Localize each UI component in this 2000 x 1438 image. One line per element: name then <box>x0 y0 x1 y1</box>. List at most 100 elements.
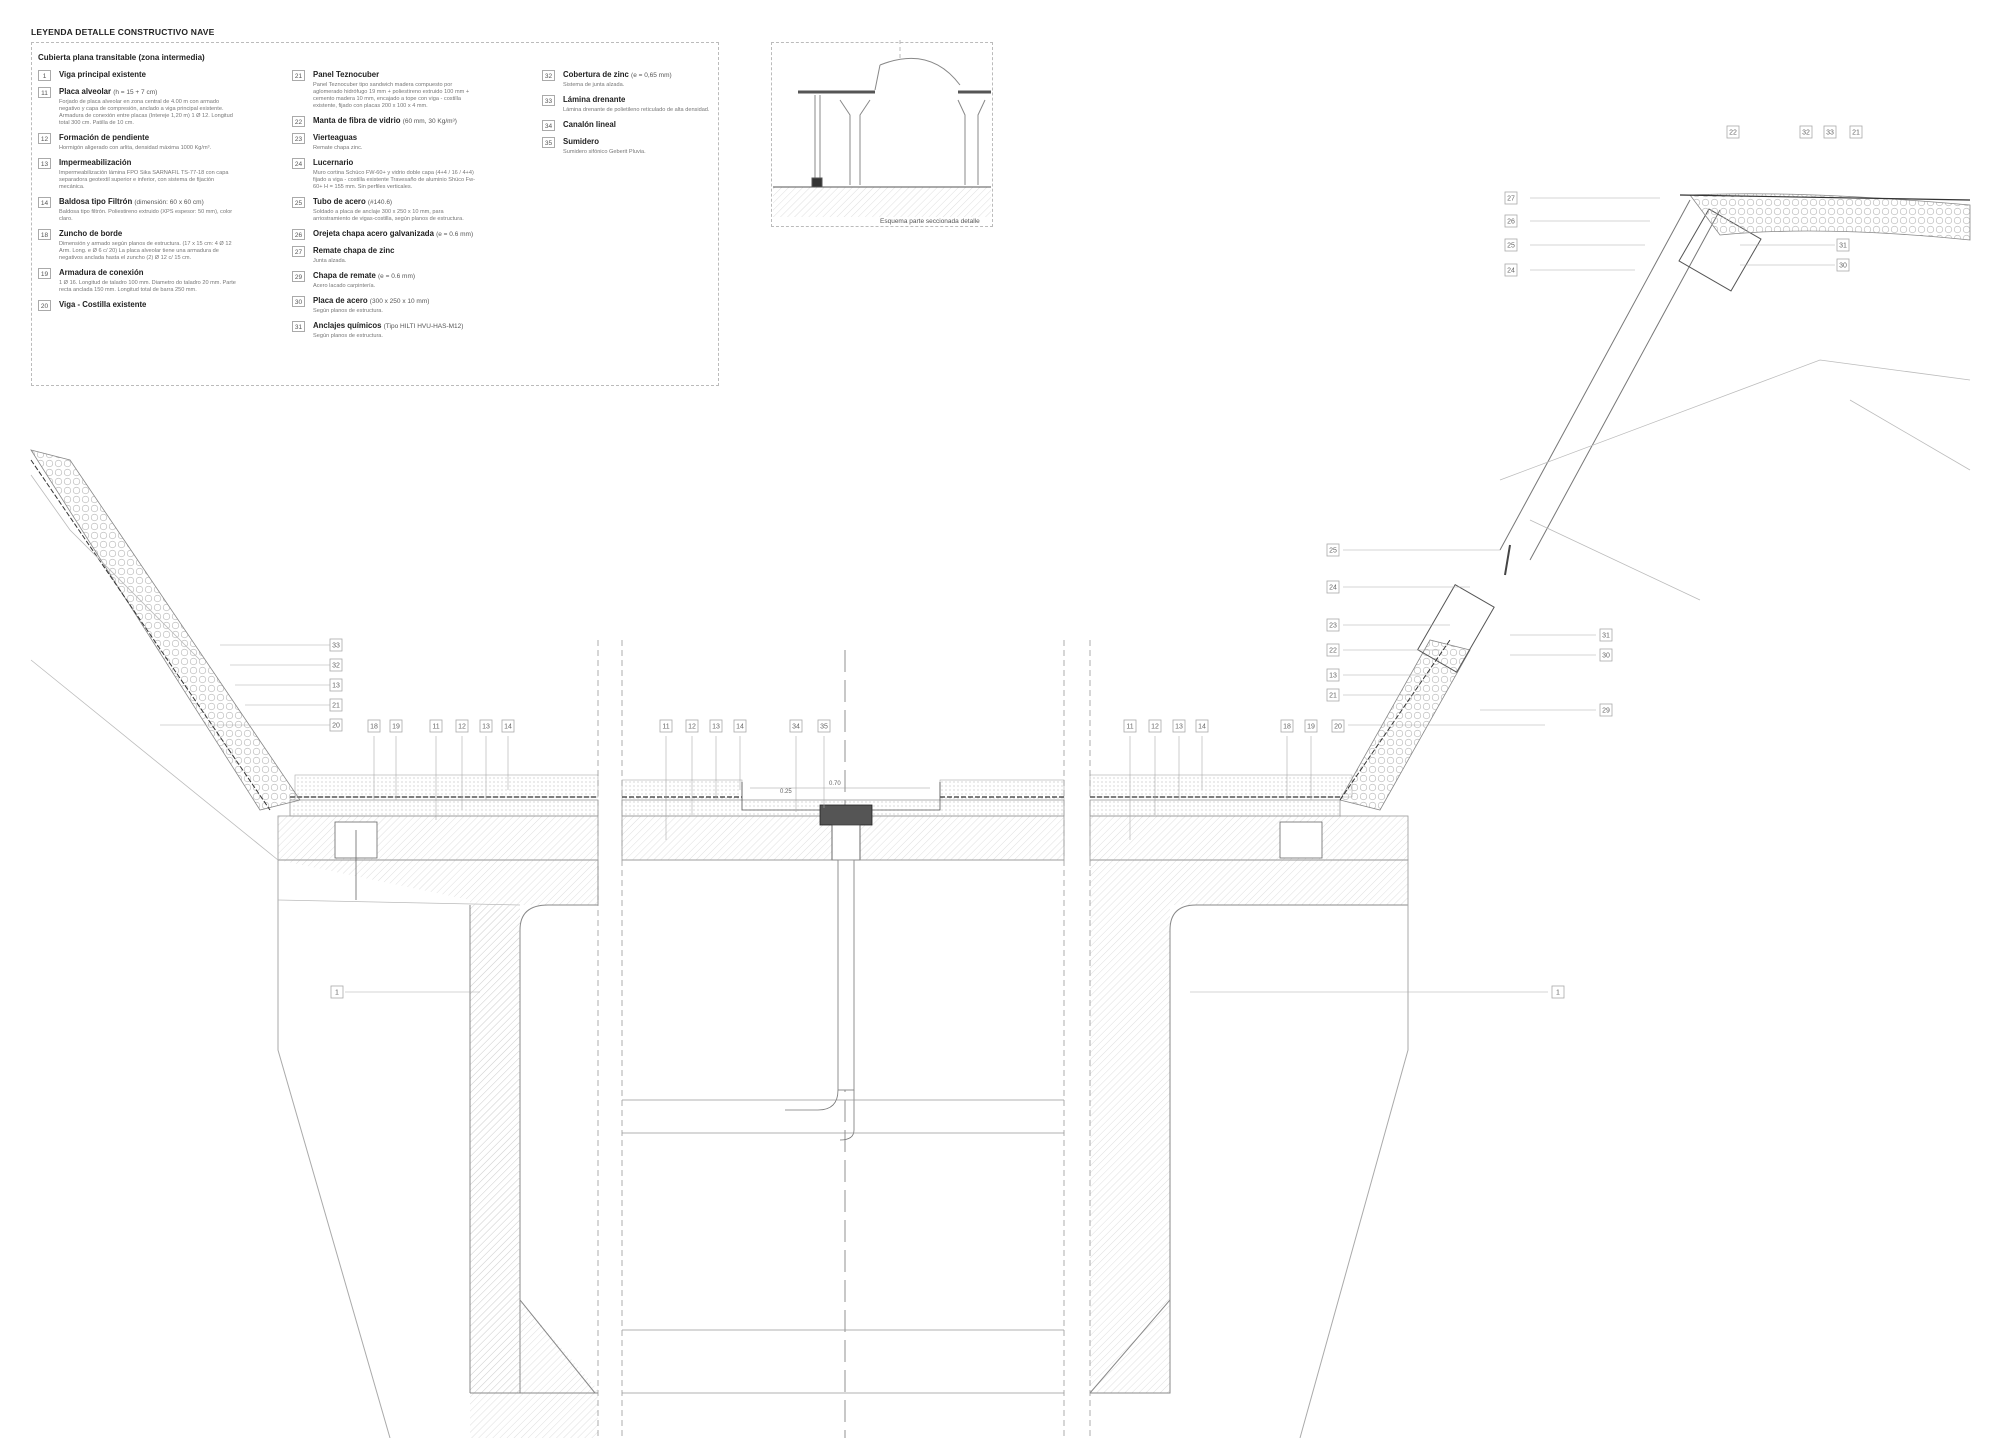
callout-box <box>479 719 493 733</box>
slab-middle: 0.70 0.25 <box>621 779 1065 1394</box>
legend-item-number: 26 <box>292 229 305 240</box>
callout-box <box>733 719 747 733</box>
callout-tag: 31 <box>1836 238 1850 252</box>
legend-item-number: 34 <box>542 120 555 131</box>
callout-number: 24 <box>1507 268 1515 275</box>
legend-item-description: Sumidero sifónico Geberit Pluvia. <box>563 149 646 155</box>
legend-item-spec: (dimensión: 60 x 60 cm) <box>134 199 204 206</box>
slab-left <box>277 774 599 900</box>
legend-item-description: Acero lacado carpintería. <box>313 283 376 289</box>
callout-box <box>789 719 803 733</box>
legend-item-description: Según planos de estructura. <box>313 333 383 339</box>
dimension-070: 0.70 <box>829 781 841 787</box>
schema-frame <box>771 42 993 227</box>
callout-number: 14 <box>736 724 744 731</box>
legend-item-title: Manta de fibra de vidrio <box>313 116 401 125</box>
legend-item-title-row: Viga principal existente <box>59 70 238 81</box>
callout-number: 12 <box>458 724 466 731</box>
callout-box <box>1123 719 1137 733</box>
legend-item-title-row: Manta de fibra de vidrio (60 mm, 30 Kg/m… <box>313 116 475 127</box>
callout-number: 18 <box>1283 724 1291 731</box>
callout-box <box>1326 580 1340 594</box>
callout-box <box>1326 668 1340 682</box>
callout-box <box>1849 125 1863 139</box>
callout-box <box>329 658 343 672</box>
costilla-left <box>30 449 301 861</box>
callout-number: 21 <box>1329 693 1337 700</box>
callout-box <box>429 719 443 733</box>
callout-number: 27 <box>1507 196 1515 203</box>
legend-item-description: Remate chapa zinc. <box>313 145 363 151</box>
callout-tag: 11 <box>429 719 443 733</box>
callout-box <box>367 719 381 733</box>
legend-item-title: Tubo de acero <box>313 197 366 206</box>
callout-number: 35 <box>820 724 828 731</box>
callout-tag: 1 <box>330 985 344 999</box>
legend-item-spec: (#140.6) <box>367 199 393 206</box>
legend-item-title-row: Remate chapa de zinc <box>313 246 475 257</box>
callout-number: 31 <box>1839 243 1847 250</box>
legend-subtitle: Cubierta plana transitable (zona interme… <box>38 53 205 62</box>
callout-number: 24 <box>1329 585 1337 592</box>
legend-item: 22 Manta de fibra de vidrio (60 mm, 30 Kg… <box>292 116 475 127</box>
existing-beam-right <box>1089 859 1409 1438</box>
callout-number: 18 <box>370 724 378 731</box>
legend-item-title: Armadura de conexión <box>59 268 144 277</box>
callout-tag: 22 <box>1726 125 1740 139</box>
callout-box <box>659 719 673 733</box>
legend-item-description: Baldosa tipo filtrón. Poliestireno extru… <box>59 209 233 222</box>
legend-item-title-row: Formación de pendiente <box>59 133 238 144</box>
callout-tag: 30 <box>1599 648 1613 662</box>
legend-item-title: Zuncho de borde <box>59 229 123 238</box>
legend-item-description: Sistema de junta alzada. <box>563 82 625 88</box>
callout-number: 22 <box>1329 648 1337 655</box>
callout-number: 13 <box>1175 724 1183 731</box>
callout-tag: 14 <box>733 719 747 733</box>
legend-item-number: 35 <box>542 137 555 148</box>
legend-item-description: Dimensión y armado según planos de estru… <box>59 241 232 261</box>
costilla-right <box>1339 193 1971 811</box>
callout-tag: 29 <box>1599 703 1613 717</box>
legend-item-title-row: Armadura de conexión <box>59 268 238 279</box>
legend-item-title: Impermeabilización <box>59 158 132 167</box>
legend-item-title-row: Placa alveolar (h = 15 + 7 cm) <box>59 87 238 98</box>
callout-number: 12 <box>688 724 696 731</box>
legend-item-spec: (300 x 250 x 10 mm) <box>369 298 430 305</box>
callout-box <box>1148 719 1162 733</box>
callout-tag: 14 <box>501 719 515 733</box>
callout-tag: 11 <box>659 719 673 733</box>
callout-tag: 13 <box>709 719 723 733</box>
legend-item-number: 20 <box>38 300 51 311</box>
callout-number: 13 <box>1329 673 1337 680</box>
legend-item-title-row: Baldosa tipo Filtrón (dimensión: 60 x 60… <box>59 197 238 208</box>
legend-item-number: 23 <box>292 133 305 144</box>
callout-number: 31 <box>1602 633 1610 640</box>
callout-box <box>330 985 344 999</box>
legend-item-spec: (e = 0.6 mm) <box>436 231 474 238</box>
legend-item-title-row: Orejeta chapa acero galvanizada (e = 0.6… <box>313 229 475 240</box>
callout-number: 32 <box>332 663 340 670</box>
legend-item-description: Panel Teznocuber tipo sandwich madera co… <box>313 82 470 109</box>
legend-frame <box>31 42 719 386</box>
callout-number: 11 <box>662 724 669 731</box>
callout-number: 12 <box>1151 724 1159 731</box>
legend-item-description: Soldado a placa de anclaje 300 x 250 x 1… <box>313 209 464 222</box>
callout-tag: 22 <box>1326 643 1340 657</box>
legend-item-number: 31 <box>292 321 305 332</box>
legend-item-number: 22 <box>292 116 305 127</box>
legend-item-title-row: Zuncho de borde <box>59 229 238 240</box>
legend-item-spec: (e = 0,65 mm) <box>631 72 672 79</box>
callout-number: 13 <box>332 683 340 690</box>
legend-item-title: Chapa de remate <box>313 271 376 280</box>
legend-item-title: Viga - Costilla existente <box>59 300 147 309</box>
